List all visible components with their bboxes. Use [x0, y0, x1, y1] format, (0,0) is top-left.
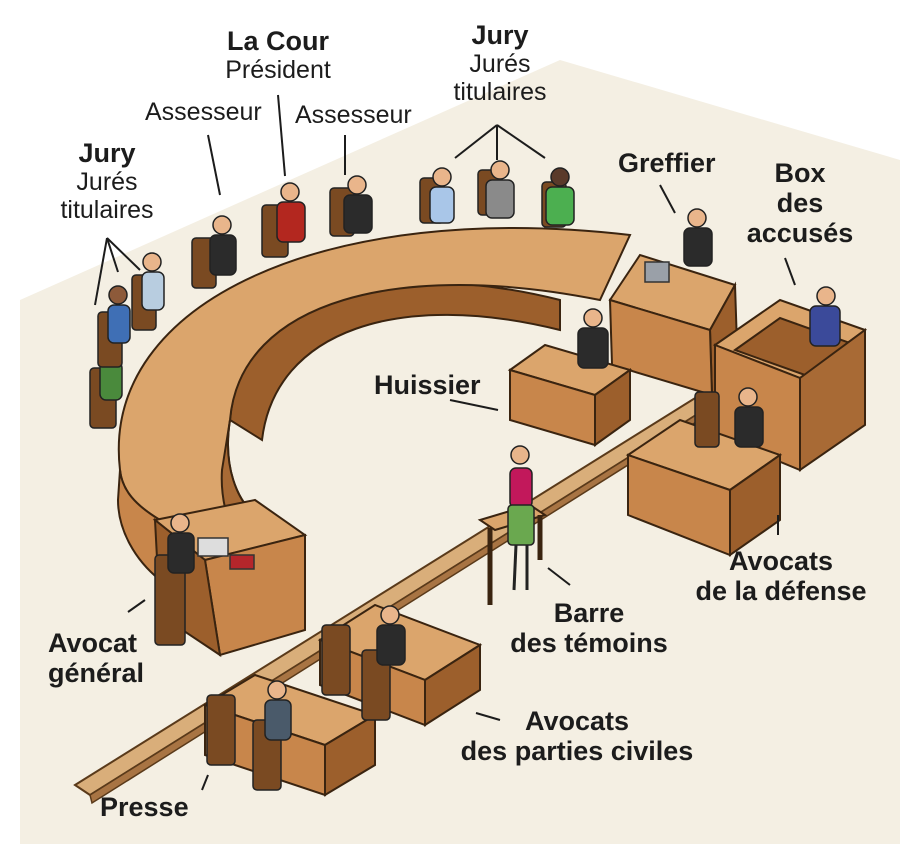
huissier-label: Huissier: [374, 370, 481, 400]
seated-figures: [89, 160, 841, 791]
defense-desk: [625, 418, 783, 557]
box-line1: Box: [774, 158, 826, 188]
assesseur-right-label: Assesseur: [295, 101, 412, 129]
jury-left-line1: Jurés: [76, 168, 138, 197]
avocat-general-label: Avocat général: [48, 628, 144, 688]
jury-top-title: Jury: [471, 20, 529, 50]
box-label: Box des accusés: [735, 158, 865, 249]
box-line3: accusés: [746, 218, 854, 249]
avocat-general-line1: Avocat: [48, 628, 138, 658]
defense-label: Avocats de la défense: [688, 546, 874, 606]
jury-left-line2: titulaires: [60, 196, 154, 225]
parties-civiles-label: Avocats des parties civiles: [432, 706, 722, 766]
avocat-general-line2: général: [48, 658, 145, 689]
greffier-label: Greffier: [618, 148, 716, 178]
leader-lines: [94, 94, 796, 791]
jury-left-label: Jury Jurés titulaires: [52, 138, 162, 224]
presse-label: Presse: [100, 792, 189, 822]
assesseur-left-label: Assesseur: [145, 98, 262, 126]
jury-left-title: Jury: [78, 138, 136, 168]
president-label: Président: [225, 56, 331, 85]
jury-top-label: Jury Jurés titulaires: [445, 20, 555, 106]
witness-stand: [477, 445, 548, 605]
civiles-line2: des parties civiles: [460, 736, 694, 767]
barre-label: Barre des témoins: [490, 598, 688, 658]
civiles-line1: Avocats: [524, 706, 630, 736]
jury-top-line1: Jurés: [469, 50, 531, 79]
box-line2: des: [776, 188, 824, 219]
jury-top-line2: titulaires: [453, 78, 547, 107]
barre-line2: des témoins: [510, 628, 668, 659]
huissier-desk: [507, 343, 633, 447]
la-cour-label: La Cour Président: [213, 26, 343, 84]
defense-line1: Avocats: [728, 546, 834, 576]
la-cour-title: La Cour: [226, 26, 329, 56]
defense-line2: de la défense: [695, 576, 867, 607]
barre-line1: Barre: [553, 598, 625, 628]
